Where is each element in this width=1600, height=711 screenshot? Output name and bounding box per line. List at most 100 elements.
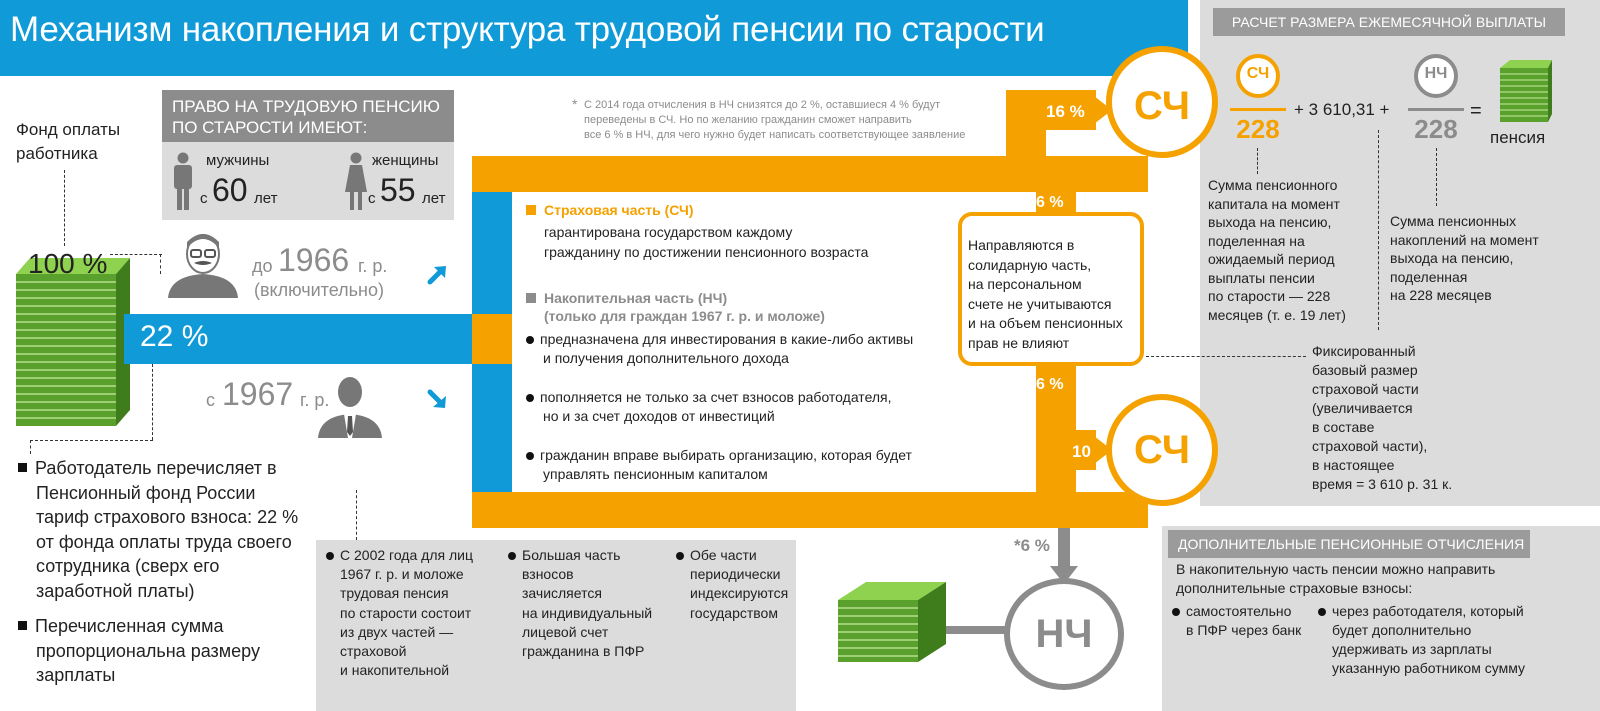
solidary-box: [958, 212, 1144, 366]
arrow-down-icon: [1050, 566, 1078, 586]
extra-option-employer: через работодателя, который будет дополн…: [1318, 602, 1525, 678]
fund-label: Фонд оплаты работника: [16, 120, 121, 163]
eligibility-heading-bg: [162, 90, 454, 142]
connector: [64, 170, 65, 246]
calc-pension-label: пенсия: [1490, 128, 1546, 147]
flow-10-riser: [1036, 362, 1076, 492]
connector: [160, 254, 161, 274]
nch-label: НЧ: [1035, 612, 1093, 656]
nch-flow-bar: [1058, 528, 1070, 574]
extra-option-self: самостоятельно в ПФР через банк: [1172, 602, 1301, 640]
nch-small-circle: [1414, 54, 1458, 98]
connector: [110, 254, 162, 255]
man-icon: [172, 152, 194, 212]
money-stack-icon: [12, 252, 130, 430]
header-bar: [0, 0, 1188, 76]
sch-title: Страховая часть (СЧ): [526, 202, 694, 218]
pct-16: 16 %: [1046, 102, 1085, 121]
old-year: 1966: [278, 242, 350, 278]
sch-flow-bottom: [472, 492, 1148, 528]
connector: [152, 364, 153, 440]
connector: [1378, 130, 1379, 330]
pct-100: 100 %: [28, 248, 108, 279]
fraction-line-2: [1408, 108, 1464, 111]
old-prefix: до: [252, 256, 273, 276]
young-man-avatar: [318, 372, 382, 438]
women-prefix: с: [368, 190, 376, 207]
connector: [1436, 148, 1437, 206]
page-title: Механизм накопления и структура трудовой…: [10, 10, 1045, 49]
new-year: 1967: [222, 376, 294, 412]
arrow-up-right-icon: [426, 262, 450, 286]
flow-16-bar: [1036, 90, 1096, 130]
employer-note: Работодатель перечисляет в Пенсионный фо…: [18, 456, 308, 603]
extra-heading: ДОПОЛНИТЕЛЬНЫЕ ПЕНСИОННЫЕ ОТЧИСЛЕНИЯ: [1168, 530, 1530, 558]
footnote-star: *: [572, 96, 578, 112]
sch-circle-bottom: [1106, 394, 1218, 506]
nch-bullet-3: гражданин вправе выбирать организацию, к…: [526, 446, 912, 484]
sch-small-circle: [1236, 54, 1280, 98]
women-age: 55: [380, 172, 416, 208]
nch-bullet-2: пополняется не только за счет взносов ра…: [526, 388, 892, 426]
calc-nch-label: НЧ: [1424, 65, 1448, 82]
sch-label-top: СЧ: [1134, 84, 1190, 128]
men-suffix: лет: [254, 190, 278, 207]
calc-denom-2: 228: [1414, 114, 1458, 144]
nch-bullet-1: предназначена для инвестирования в какие…: [526, 330, 913, 368]
arrow-right-icon: [1094, 92, 1114, 128]
nch-title: Накопительная часть (НЧ): [526, 290, 727, 306]
bottom-note-2: Большая часть взносов зачисляется на инд…: [508, 546, 652, 661]
flow-22-bar: [124, 314, 472, 364]
footnote-text: С 2014 года отчисления в НЧ снизятся до …: [584, 99, 966, 141]
connector: [1257, 148, 1258, 174]
nch-circle: [1004, 578, 1124, 690]
sch-label-bottom: СЧ: [1134, 428, 1190, 472]
pct-6-bottom: 6 %: [1036, 376, 1064, 393]
connector: [1146, 356, 1306, 357]
connector: [30, 440, 153, 441]
men-label: мужчины: [206, 152, 270, 169]
flow-frame-left-blue: [472, 192, 512, 314]
amount-note: Перечисленная сумма пропорциональна разм…: [18, 614, 308, 688]
woman-icon: [344, 152, 368, 212]
arrow-right-icon: [1094, 432, 1114, 468]
women-suffix: лет: [422, 190, 446, 207]
connector: [356, 490, 357, 540]
men-prefix: с: [200, 190, 208, 207]
connector: [30, 440, 31, 454]
nch-money-link: [944, 626, 1006, 634]
money-stack-icon: [836, 580, 948, 664]
calc-plus-fixed: + 3 610,31 +: [1294, 100, 1390, 119]
men-age: 60: [212, 172, 248, 208]
new-suffix: г. р.: [300, 390, 330, 410]
calc-heading: РАСЧЕТ РАЗМЕРА ЕЖЕМЕСЯЧНОЙ ВЫПЛАТЫ: [1213, 8, 1565, 36]
bottom-note-1: С 2002 года для лиц 1967 г. р. и моложе …: [326, 546, 473, 680]
pct-22: 22 %: [140, 320, 209, 353]
calc-equals: =: [1470, 100, 1482, 122]
calc-denom-1: 228: [1236, 114, 1280, 144]
sch-circle-top: [1106, 46, 1218, 158]
money-stack-icon: [1496, 58, 1552, 126]
solidary-top-connector: [1036, 192, 1076, 212]
extra-intro: В накопительную часть пенсии можно напра…: [1176, 561, 1496, 596]
pct-6-top: 6 %: [1036, 194, 1064, 211]
flow-frame-left-blue-2: [472, 364, 512, 492]
fraction-line-1: [1230, 108, 1286, 111]
sch-flow-top: [472, 156, 1148, 192]
new-prefix: с: [206, 390, 215, 410]
eligibility-heading: ПРАВО НА ТРУДОВУЮ ПЕНСИЮ ПО СТАРОСТИ ИМЕ…: [172, 97, 440, 137]
pct-6-star: *6 %: [1014, 536, 1050, 555]
old-suffix: г. р.: [358, 256, 388, 276]
bottom-note-3: Обе части периодически индексируются гос…: [676, 546, 788, 623]
calc-sch-label: СЧ: [1246, 65, 1270, 82]
older-man-avatar: [166, 232, 240, 298]
sch-description: гарантирована государством каждому гражд…: [544, 224, 869, 260]
bottom-notes-box: [316, 540, 796, 711]
old-note: (включительно): [254, 280, 384, 300]
arrow-down-right-icon: [426, 388, 450, 412]
women-label: женщины: [372, 152, 439, 169]
